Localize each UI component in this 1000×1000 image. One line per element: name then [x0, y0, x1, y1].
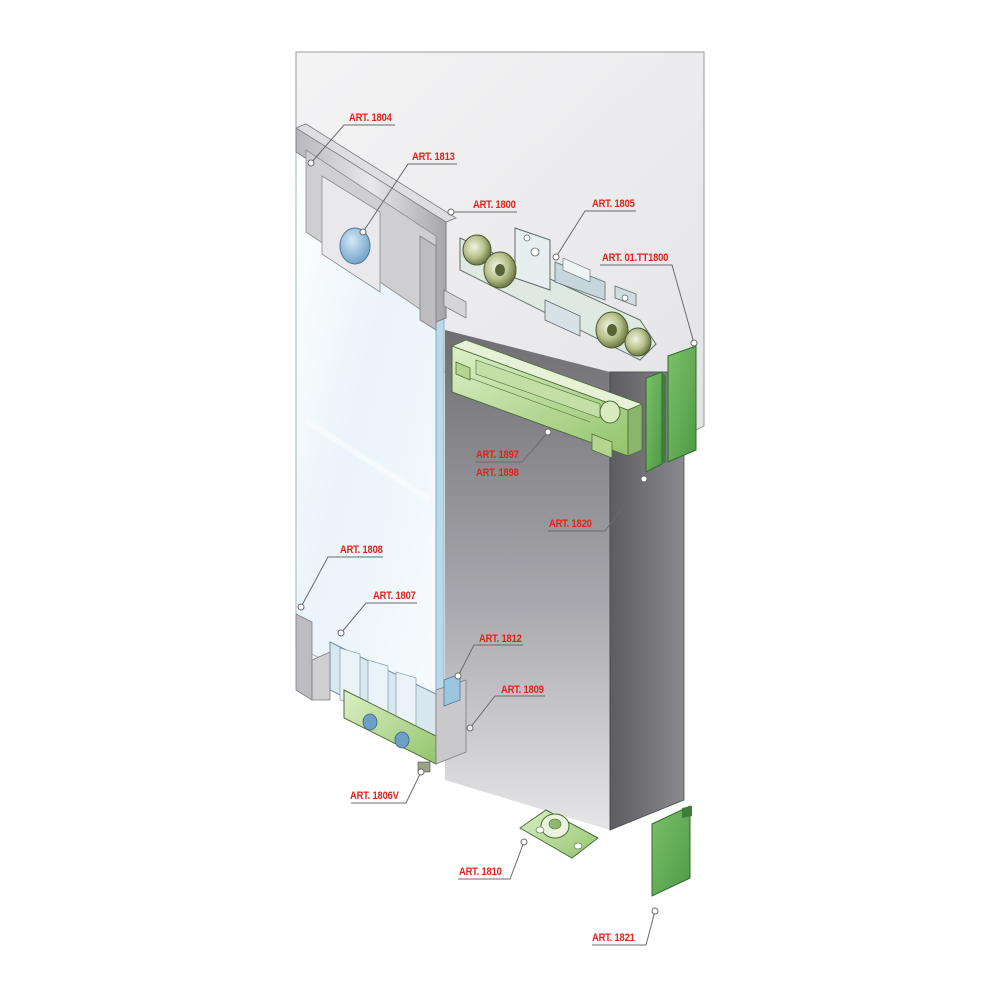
leader-1804	[310, 124, 395, 164]
label-art-1807[interactable]: ART. 1807	[373, 590, 416, 602]
dot-1820	[640, 475, 648, 483]
label-art-1813[interactable]: ART. 1813	[412, 151, 455, 163]
label-art-1898[interactable]: ART. 1898	[476, 467, 519, 479]
dot-1809	[466, 724, 474, 732]
leader-1897	[475, 431, 549, 463]
leader-1807	[340, 602, 417, 634]
label-art-1800[interactable]: ART. 1800	[473, 199, 516, 211]
leader-lines	[300, 124, 695, 946]
dot-1805	[552, 253, 560, 261]
label-art-1812[interactable]: ART. 1812	[479, 633, 522, 645]
dot-1800	[447, 208, 455, 216]
leader-1808	[300, 556, 383, 608]
leader-1813	[362, 163, 457, 233]
label-art-1821[interactable]: ART. 1821	[592, 932, 635, 944]
label-art-1808[interactable]: ART. 1808	[340, 544, 383, 556]
label-art-1805[interactable]: ART. 1805	[592, 198, 635, 210]
label-art-1804[interactable]: ART. 1804	[349, 112, 392, 124]
leader-dots	[297, 159, 698, 915]
dot-1813	[359, 228, 367, 236]
leader-01tt1800	[600, 264, 695, 344]
label-art-1809[interactable]: ART. 1809	[501, 684, 544, 696]
floor-stop-1810	[519, 809, 599, 859]
dot-1810	[520, 838, 528, 846]
dot-1897	[544, 428, 552, 436]
leader-1806v	[351, 771, 422, 804]
label-art-1806v[interactable]: ART. 1806V	[350, 790, 399, 802]
end-cap-1821	[651, 805, 692, 897]
leader-1809	[469, 695, 545, 729]
dot-1804	[307, 159, 315, 167]
end-caps-green	[645, 345, 697, 473]
label-art-1810[interactable]: ART. 1810	[459, 866, 502, 878]
label-art-01tt1800[interactable]: ART. 01.TT1800	[602, 252, 669, 264]
label-art-1897[interactable]: ART. 1897	[476, 449, 519, 461]
dot-1806v	[417, 768, 425, 776]
leader-1821	[592, 910, 656, 946]
bottom-guide	[295, 613, 467, 773]
dot-1821	[651, 907, 659, 915]
label-art-1820[interactable]: ART. 1820	[549, 518, 592, 530]
soft-close-damper	[450, 339, 644, 459]
wall-block	[445, 330, 685, 831]
leader-1810	[458, 841, 525, 880]
dot-1807	[337, 629, 345, 637]
dot-1808	[297, 603, 305, 611]
upper-carriage	[459, 227, 657, 361]
leader-1805	[555, 210, 636, 258]
leader-1812	[457, 644, 523, 677]
end-cap-1813	[339, 227, 371, 265]
dot-1812	[454, 672, 462, 680]
dot-01tt1800	[690, 339, 698, 347]
leader-1820	[548, 478, 645, 532]
